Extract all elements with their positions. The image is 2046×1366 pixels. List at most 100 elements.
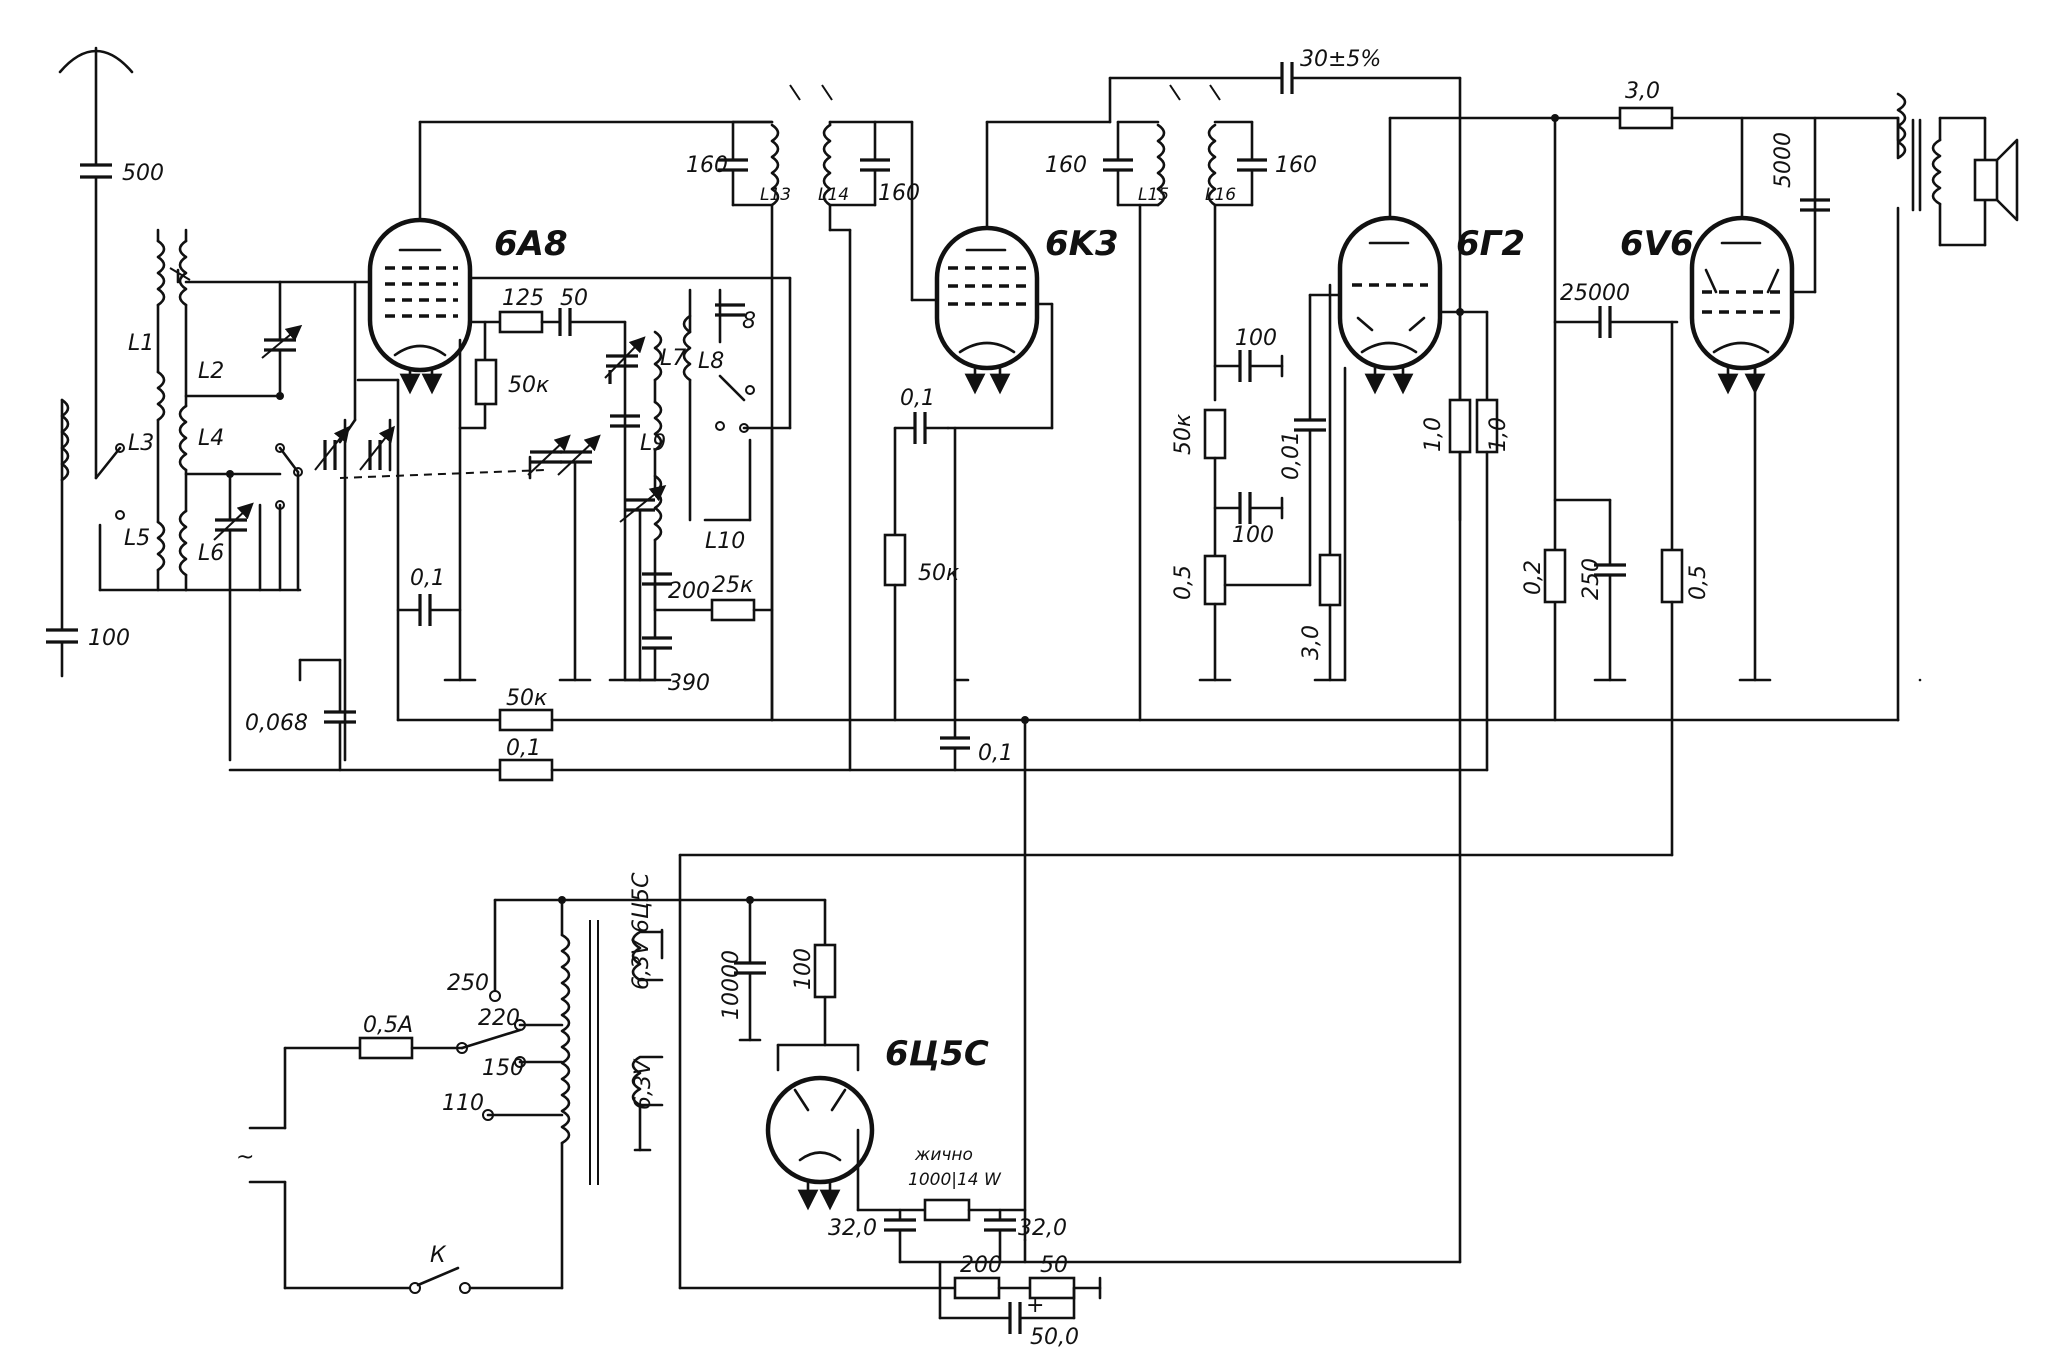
coil-L7 — [653, 330, 663, 382]
choke-label: жично — [914, 1145, 973, 1165]
label-L8: L8 — [698, 349, 724, 374]
label-L10: L10 — [705, 529, 745, 554]
g2-r10b-label: 1,0 — [1486, 417, 1511, 452]
fil-a-label: 6,3V 6Ц5С — [629, 872, 654, 990]
tap-220-label: 220 — [478, 1006, 520, 1031]
resistor-0-2 — [1543, 548, 1567, 604]
resistor-50k-grid — [474, 358, 498, 406]
v6-c250-label: 250 — [1579, 558, 1604, 600]
coil-L5 — [156, 520, 166, 572]
coil-L9 — [653, 400, 663, 452]
osc-res-label: 125 — [502, 286, 544, 311]
g2-r10a-label: 1,0 — [1421, 417, 1446, 452]
if-transformer-1: 160 L13 160 L14 — [686, 84, 920, 772]
power-supply: 250 6,3V 6Ц5С 6,3V 220 150 110 0,5А — [236, 716, 1674, 1350]
label-L4: L4 — [198, 426, 224, 451]
if-transformer-2: 160 L15 160 L16 — [1045, 84, 1317, 722]
coil-L3 — [156, 370, 166, 422]
bias-c50-label: 50,0 — [1030, 1325, 1079, 1350]
trim-8-label: 8 — [742, 309, 756, 334]
label-L1: L1 — [128, 331, 154, 356]
tube-6C5S-label: 6Ц5С — [885, 1034, 989, 1074]
if1-c2-label: 160 — [878, 181, 920, 206]
fuse — [358, 1036, 414, 1060]
resistor-3-0-plate — [1618, 106, 1674, 130]
mains-transformer-primary — [560, 933, 571, 1145]
tap-110-label: 110 — [442, 1091, 484, 1116]
agc-res-01-label: 0,1 — [506, 736, 541, 761]
speaker-icon — [1973, 158, 1999, 202]
ant-cap-label: 500 — [122, 161, 164, 186]
cpl-30-label: 30±5% — [1300, 47, 1381, 72]
coil-L2 — [178, 239, 188, 307]
v6-grid-r05-label: 0,5 — [1686, 565, 1711, 600]
label-L3: L3 — [128, 431, 154, 456]
cath-cap-label: 0,1 — [410, 566, 445, 591]
label-L14: L14 — [818, 185, 849, 205]
cpl-001-label: 0,01 — [1279, 431, 1304, 480]
label-L15: L15 — [1138, 185, 1169, 205]
k3-scr-cap-label: 0,1 — [900, 386, 935, 411]
det-r50k-label: 50к — [1171, 413, 1196, 455]
tube-6A8-label: 6A8 — [494, 224, 568, 264]
volume-potentiometer — [1203, 554, 1227, 606]
bias-r200-label: 200 — [960, 1253, 1002, 1278]
v6-r02-label: 0,2 — [1521, 560, 1546, 595]
label-L6: L6 — [198, 541, 224, 566]
tube-6G2-label: 6Г2 — [1456, 224, 1525, 264]
antenna-section: 500 100 L1 L2 L3 L4 L5 L — [46, 46, 303, 762]
if1-c1-label: 160 — [686, 153, 728, 178]
g2-r30-label: 3,0 — [1299, 625, 1324, 660]
tube-6K3-label: 6K3 — [1045, 224, 1119, 264]
plus-label: + — [1026, 1293, 1044, 1318]
osc-cap-label: 50 — [560, 286, 588, 311]
resistor-1-0-a — [1448, 398, 1472, 454]
choke-value: 1000|14 W — [908, 1170, 1002, 1190]
fil-b-label: 6,3V — [631, 1058, 656, 1110]
bias-r50-label: 50 — [1040, 1253, 1068, 1278]
fuse-label: 0,5А — [363, 1013, 413, 1038]
resistor-50k-agc — [498, 708, 554, 732]
label-L5: L5 — [124, 526, 150, 551]
coil-L8 — [682, 314, 692, 382]
resistor-1000-choke — [923, 1198, 971, 1222]
resistor-200-bias — [953, 1276, 1001, 1300]
switch-label: К — [430, 1243, 447, 1268]
label-L9: L9 — [640, 431, 666, 456]
tap-250-label: 250 — [447, 971, 489, 996]
cpl-25000-label: 25000 — [1560, 281, 1630, 306]
agc-cap-label: 0,068 — [245, 711, 308, 736]
tube-6V6: 6V6 — [1620, 215, 1795, 395]
filt-c1-label: 32,0 — [828, 1216, 877, 1241]
label-L2: L2 — [198, 359, 224, 384]
resistor-01-agc — [498, 758, 554, 782]
tube-6V6-label: 6V6 — [1620, 224, 1694, 264]
pad-390-label: 390 — [668, 671, 710, 696]
resistor-25k — [710, 598, 756, 622]
coil-L4 — [178, 404, 188, 472]
k3-res-label: 50к — [918, 561, 960, 586]
coil-L6 — [178, 509, 188, 577]
label-L16: L16 — [1205, 185, 1236, 205]
vol-pot-label: 0,5 — [1171, 565, 1196, 600]
resistor-0-5-grid — [1660, 548, 1684, 604]
ps-c10000-label: 10000 — [719, 950, 744, 1020]
det-c100a-label: 100 — [1235, 326, 1277, 351]
coil-L1 — [156, 239, 166, 307]
resistor-50k-6K3 — [883, 533, 907, 587]
pad-200-label: 200 — [668, 579, 710, 604]
det-c100b-label: 100 — [1232, 523, 1274, 548]
ps-r100-label: 100 — [791, 948, 816, 990]
ac-label: ~ — [236, 1145, 254, 1170]
resistor-125 — [498, 310, 544, 334]
label-L7: L7 — [660, 346, 686, 371]
dec-cap-label: 0,1 — [978, 741, 1013, 766]
resistor-100-ps — [813, 943, 837, 999]
out-c5000-label: 5000 — [1771, 132, 1796, 188]
if2-c1-label: 160 — [1045, 153, 1087, 178]
filt-c2-label: 32,0 — [1018, 1216, 1067, 1241]
resistor-50k-det — [1203, 408, 1227, 460]
ant-gnd-cap-label: 100 — [88, 626, 130, 651]
if2-c2-label: 160 — [1275, 153, 1317, 178]
